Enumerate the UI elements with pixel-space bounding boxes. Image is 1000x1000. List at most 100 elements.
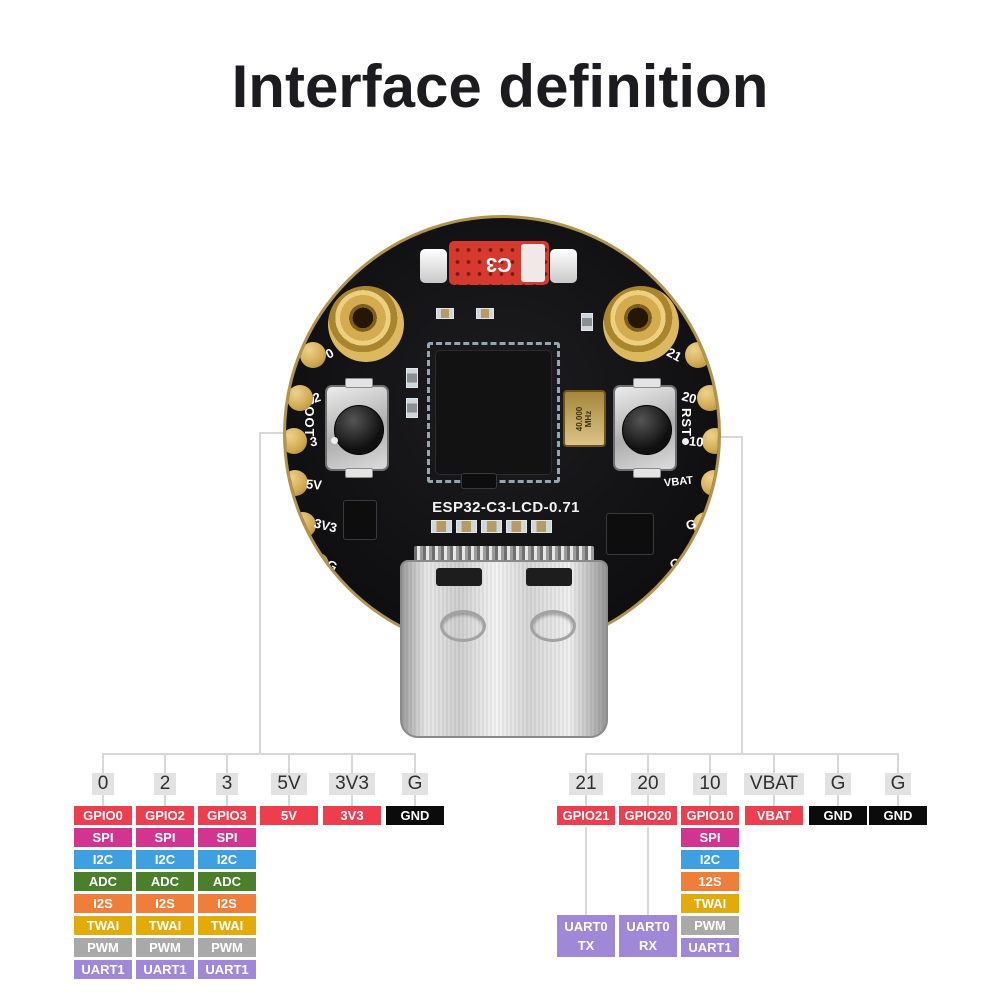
pin-column-gnd-left: G GND	[386, 753, 444, 828]
pin-function-badge: PWM	[198, 938, 256, 957]
connector-line	[586, 753, 899, 755]
pin-column-10: 10 GPIO10 SPI I2C 12S TWAI PWM UART1	[681, 753, 739, 960]
pin-function-badge: SPI	[198, 828, 256, 847]
pin-function-badge: GPIO3	[198, 806, 256, 825]
usb-shell-dimple	[440, 610, 486, 642]
connector-line	[259, 432, 261, 754]
connector-line	[585, 827, 587, 915]
edge-pad	[685, 342, 711, 368]
crystal-label: 40.000 MHz	[575, 406, 594, 431]
pin-column-3: 3 GPIO3 SPI I2C ADC I2S TWAI PWM UART1	[198, 753, 256, 982]
smd-component	[581, 313, 593, 331]
smd-component	[431, 520, 452, 533]
pin-function-badge: GPIO20	[619, 806, 677, 825]
pin-function-badge: I2C	[198, 850, 256, 869]
pin-function-badge: UART1	[198, 960, 256, 979]
pin-function-badge: UART1	[681, 938, 739, 957]
edge-pad	[679, 550, 705, 576]
edge-pad	[286, 428, 307, 454]
crystal-oscillator: 40.000 MHz	[563, 390, 606, 447]
pin-header: 0	[91, 773, 115, 795]
pin-function-badge: ADC	[74, 872, 132, 891]
usb-shell-notch	[436, 568, 482, 586]
edge-pad	[290, 512, 316, 538]
pin-function-badge: SPI	[136, 828, 194, 847]
pin-header: 2	[153, 773, 177, 795]
connector-line	[712, 436, 743, 438]
edge-pad	[286, 470, 308, 496]
fpc-solder-pad	[420, 249, 447, 283]
pin-function-badge: I2C	[136, 850, 194, 869]
connector-line	[741, 436, 743, 754]
pin-function-badge: GPIO10	[681, 806, 739, 825]
mounting-standoff	[603, 286, 679, 362]
pin-function-badge: GND	[869, 806, 927, 825]
edge-pad	[702, 428, 718, 454]
pin-header: 3	[215, 773, 239, 795]
fpc-stiffener	[521, 244, 545, 282]
pin-header: G	[824, 773, 852, 795]
pin-function-badge: UART1	[74, 960, 132, 979]
pin-column-gnd-right-2: G GND	[869, 753, 927, 828]
smd-component	[461, 473, 497, 489]
pin-function-badge: SPI	[74, 828, 132, 847]
edge-pin-label: 10	[688, 433, 705, 450]
edge-pad	[693, 512, 718, 538]
edge-pin-label: 5V	[305, 476, 323, 493]
pin-column-20: 20 GPIO20 UART0 RX	[619, 753, 677, 960]
pin-function-badge: TWAI	[74, 916, 132, 935]
pin-function-badge: I2C	[74, 850, 132, 869]
usb-c-connector	[400, 560, 608, 738]
pin-function-badge: PWM	[74, 938, 132, 957]
boot-button[interactable]	[325, 378, 389, 478]
pin-function-badge: GPIO2	[136, 806, 194, 825]
pin-column-0: 0 GPIO0 SPI I2C ADC I2S TWAI PWM UART1	[74, 753, 132, 982]
pin-header: G	[884, 773, 912, 795]
reset-button-label: RST	[679, 408, 694, 437]
pin-column-2: 2 GPIO2 SPI I2C ADC I2S TWAI PWM UART1	[136, 753, 194, 982]
pin-function-badge: ADC	[198, 872, 256, 891]
connector-line	[647, 827, 649, 915]
pin-function-badge: SPI	[681, 828, 739, 847]
usb-shell-notch	[526, 568, 572, 586]
pin-column-21: 21 GPIO21 UART0 TX	[557, 753, 615, 960]
connector-line	[103, 753, 416, 755]
pin-header: 21	[569, 773, 603, 795]
reset-button[interactable]	[613, 378, 677, 478]
pin-function-badge: GND	[809, 806, 867, 825]
pin-header: 5V	[271, 773, 307, 795]
pin-function-badge: TWAI	[198, 916, 256, 935]
pin-column-3v3: 3V3 3V3	[323, 753, 381, 828]
fpc-label: C3	[486, 252, 512, 275]
pin-function-badge: 3V3	[323, 806, 381, 825]
usb-shell-dimple	[530, 610, 576, 642]
pin-function-badge: I2S	[136, 894, 194, 913]
pin-column-vbat: VBAT VBAT	[743, 753, 805, 828]
pin-function-badge: TWAI	[681, 894, 739, 913]
mounting-standoff	[328, 286, 404, 362]
pin-function-badge: UART1	[136, 960, 194, 979]
silkscreen-model-text: ESP32-C3-LCD-0.71	[432, 499, 580, 516]
edge-pin-label: VBAT	[663, 474, 694, 490]
pin-header: 10	[693, 773, 727, 795]
reset-button-cap	[622, 405, 672, 455]
pin-function-badge: I2C	[681, 850, 739, 869]
pin-function-badge: VBAT	[745, 806, 803, 825]
edge-pad	[287, 385, 313, 411]
smd-component	[343, 500, 377, 540]
pin-function-badge: UART0 RX	[619, 915, 677, 957]
smd-component	[481, 520, 502, 533]
edge-pad	[697, 385, 718, 411]
connector-line	[259, 432, 291, 434]
pin-function-badge: PWM	[681, 916, 739, 935]
pin-function-badge: 12S	[681, 872, 739, 891]
pin-function-badge: GPIO21	[557, 806, 615, 825]
smd-component	[406, 398, 418, 418]
smd-component	[606, 513, 654, 555]
pin-function-badge: UART0 TX	[557, 915, 615, 957]
edge-pad	[701, 470, 718, 496]
pin-function-badge: GPIO0	[74, 806, 132, 825]
smd-component	[531, 520, 552, 533]
pin-header: 3V3	[329, 773, 375, 795]
edge-pin-label: 3V3	[312, 515, 339, 536]
